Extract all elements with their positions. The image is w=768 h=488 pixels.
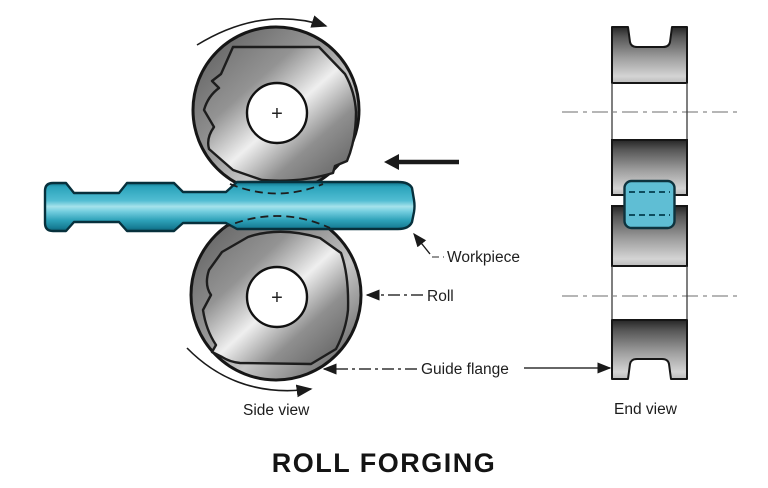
end-view-bottom-flange [611,319,688,380]
workpiece-label: Workpiece [447,249,520,266]
top-roll-hub [245,81,309,145]
end-view-top-flange [611,26,688,84]
feed-direction-arrow-icon [384,154,459,170]
side-view: + + Side view [43,15,459,419]
bottom-roll-center-mark: + [271,287,283,309]
workpiece-leader-arrow-icon [413,232,431,255]
end-view-workpiece [623,179,676,230]
guide-flange-label: Guide flange [421,361,509,378]
top-roll-rotation-arrow-icon [196,15,328,46]
end-view-caption: End view [614,401,678,418]
top-roll-center-mark: + [271,103,283,125]
end-view: End view [562,26,740,418]
hidden-roll-edge-top [229,183,324,195]
page-title: ROLL FORGING [272,448,497,478]
end-view-workpiece-section [623,179,676,230]
callouts: Workpiece Roll Guide flange [322,232,612,378]
bottom-roll-hub [245,265,309,329]
workpiece-profile [43,180,416,233]
bottom-roll-rotation-arrow-icon [186,347,313,398]
top-roll: + [191,25,361,195]
workpiece-shaft [43,180,416,233]
bottom-roll: + [189,208,363,382]
side-view-caption: Side view [243,402,310,419]
hidden-roll-edge-bottom [222,215,331,229]
roll-label: Roll [427,288,454,305]
